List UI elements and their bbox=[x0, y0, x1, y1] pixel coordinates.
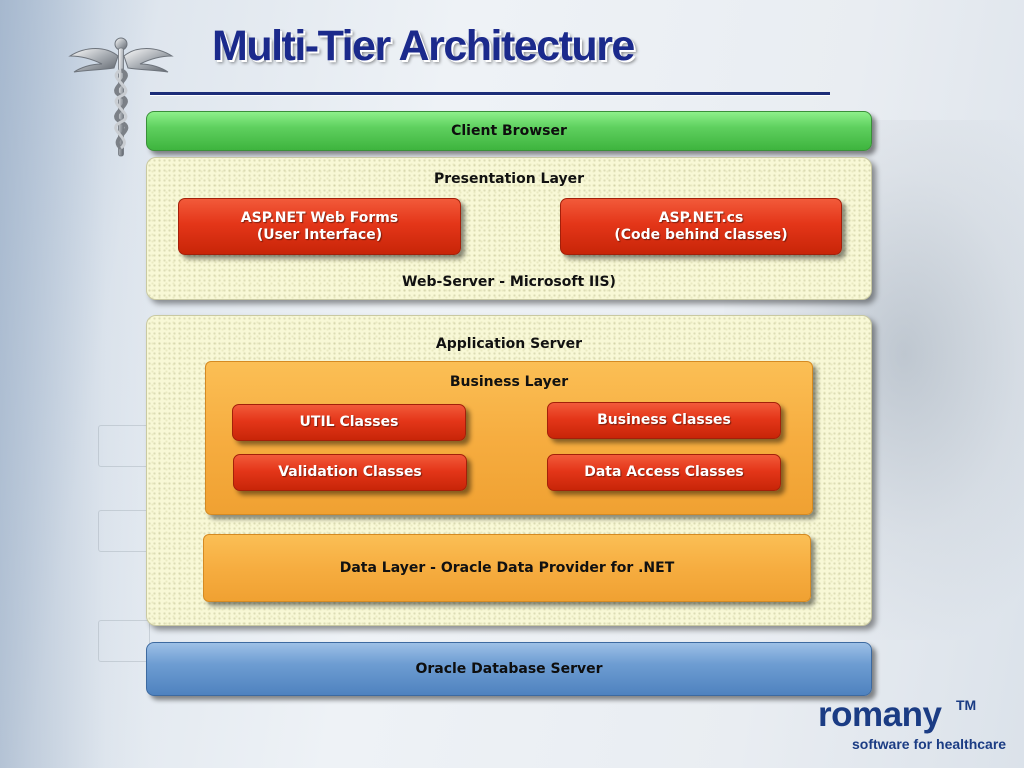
presentation-layer-title: Presentation Layer bbox=[433, 171, 584, 187]
data-access-classes-box: Data Access Classes bbox=[547, 454, 781, 491]
web-forms-sublabel: (User Interface) bbox=[256, 226, 383, 243]
romany-logo: romany TM software for healthcare bbox=[818, 696, 1018, 756]
application-server-panel: Application Server Business Layer UTIL C… bbox=[146, 315, 872, 626]
caduceus-icon bbox=[68, 37, 174, 157]
background-sketch bbox=[98, 510, 150, 552]
presentation-layer-panel: Presentation Layer ASP.NET Web Forms (Us… bbox=[146, 157, 872, 300]
asp-net-web-forms-box: ASP.NET Web Forms (User Interface) bbox=[178, 198, 461, 255]
business-layer-title: Business Layer bbox=[449, 374, 569, 390]
background-sketch bbox=[98, 620, 150, 662]
business-classes-label: Business Classes bbox=[597, 412, 731, 428]
brand-tagline: software for healthcare bbox=[852, 736, 1007, 752]
web-server-label: Web-Server - Microsoft IIS) bbox=[402, 274, 616, 290]
client-browser-tier: Client Browser bbox=[146, 111, 872, 151]
validation-classes-label: Validation Classes bbox=[278, 464, 422, 480]
background-sketch bbox=[98, 425, 150, 467]
code-behind-label: ASP.NET.cs bbox=[658, 209, 744, 226]
business-layer-box: Business Layer UTIL Classes Business Cla… bbox=[205, 361, 813, 515]
application-server-title: Application Server bbox=[435, 336, 583, 352]
web-forms-label: ASP.NET Web Forms bbox=[240, 209, 399, 226]
data-layer-box: Data Layer - Oracle Data Provider for .N… bbox=[203, 534, 811, 602]
brand-trademark: TM bbox=[956, 697, 977, 713]
slide-title: Multi-Tier Architecture bbox=[212, 22, 635, 70]
business-classes-box: Business Classes bbox=[547, 402, 781, 439]
title-divider bbox=[150, 92, 830, 95]
util-classes-box: UTIL Classes bbox=[232, 404, 466, 441]
brand-name: romany bbox=[818, 695, 942, 734]
util-classes-label: UTIL Classes bbox=[299, 414, 399, 430]
code-behind-sublabel: (Code behind classes) bbox=[614, 226, 788, 243]
data-access-classes-label: Data Access Classes bbox=[584, 464, 744, 480]
data-layer-label: Data Layer - Oracle Data Provider for .N… bbox=[339, 560, 675, 576]
asp-net-code-behind-box: ASP.NET.cs (Code behind classes) bbox=[560, 198, 842, 255]
oracle-database-server-tier: Oracle Database Server bbox=[146, 642, 872, 696]
validation-classes-box: Validation Classes bbox=[233, 454, 467, 491]
